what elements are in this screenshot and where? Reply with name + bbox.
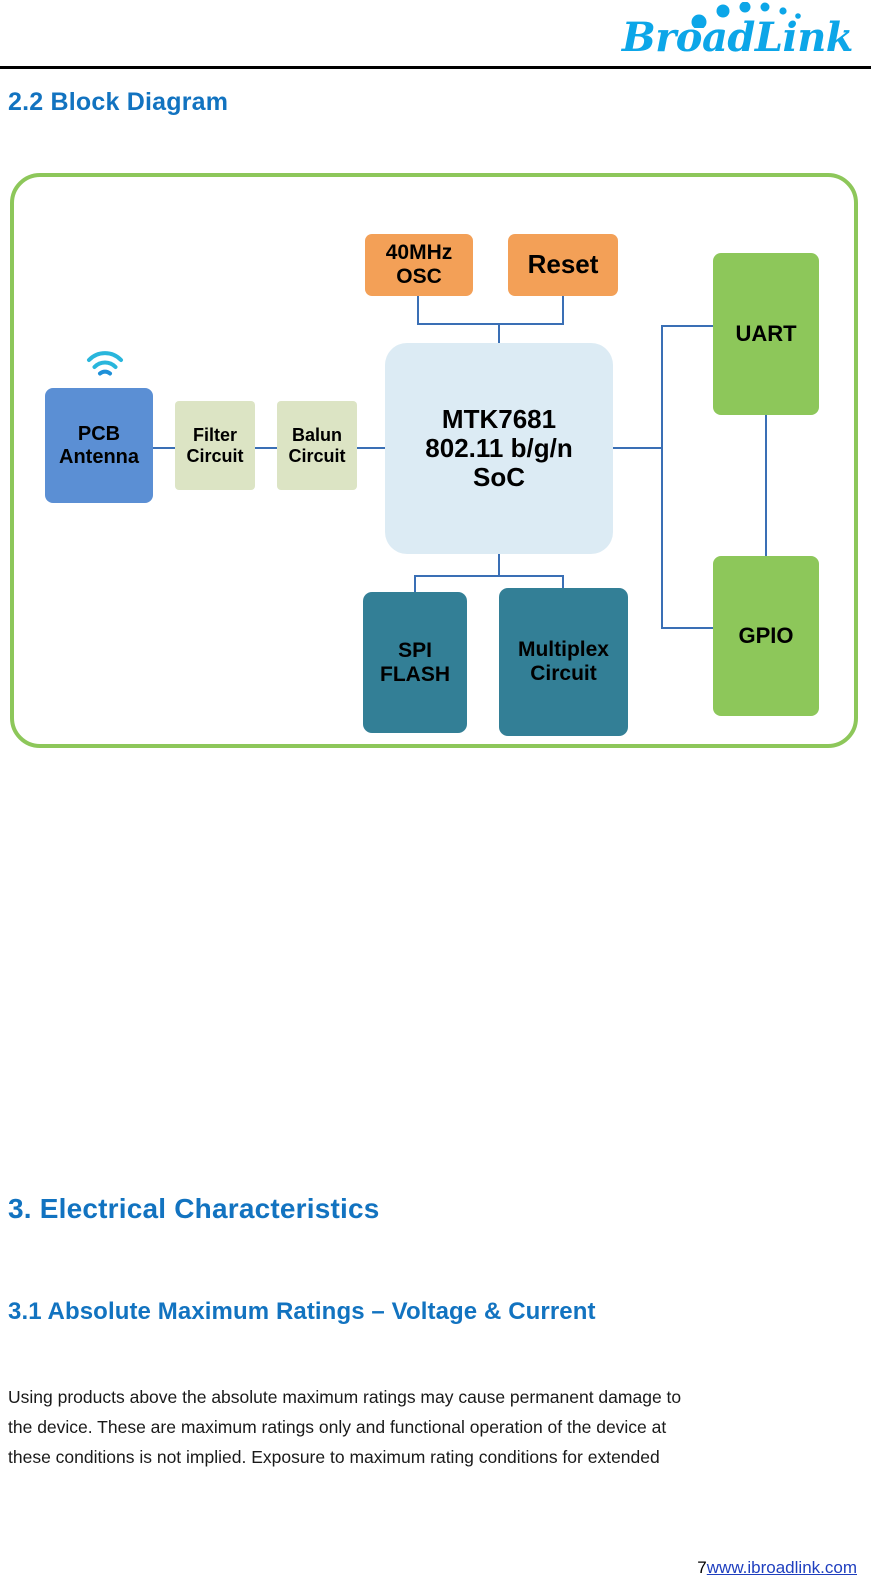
connector-antenna-filter bbox=[153, 447, 176, 449]
heading-absolute-maximum-ratings: 3.1 Absolute Maximum Ratings – Voltage &… bbox=[8, 1298, 596, 1325]
page-number: 7 bbox=[697, 1558, 707, 1577]
diagram-box-oscillator: 40MHz OSC bbox=[365, 234, 473, 296]
filter-label-line2: Circuit bbox=[186, 445, 244, 466]
gpio-label: GPIO bbox=[738, 622, 794, 648]
wifi-signal-icon bbox=[87, 351, 123, 376]
soc-label-line3: SoC bbox=[473, 462, 525, 493]
connector-bottom-bracket bbox=[414, 575, 564, 577]
connector-balun-soc bbox=[357, 447, 386, 449]
paragraph-line-3: these conditions is not implied. Exposur… bbox=[8, 1447, 660, 1467]
logo-dots-icon bbox=[691, 2, 801, 28]
diagram-box-spi-flash: SPI FLASH bbox=[363, 592, 467, 733]
connector-mux-vertical bbox=[562, 575, 564, 589]
diagram-box-pcb-antenna: PCB Antenna bbox=[45, 388, 153, 503]
spi-label-line1: SPI bbox=[398, 638, 432, 662]
connector-reset-vertical bbox=[562, 296, 564, 324]
balun-label-line2: Circuit bbox=[288, 445, 346, 466]
diagram-box-filter-circuit: Filter Circuit bbox=[175, 401, 255, 490]
soc-label-line1: MTK7681 bbox=[441, 403, 557, 434]
spi-label-line2: FLASH bbox=[380, 662, 450, 686]
mux-label-line2: Circuit bbox=[530, 662, 597, 685]
paragraph-line-1: Using products above the absolute maximu… bbox=[8, 1387, 682, 1407]
antenna-label-line1: PCB bbox=[77, 423, 121, 446]
diagram-box-gpio: GPIO bbox=[713, 556, 819, 716]
connector-spi-vertical bbox=[414, 575, 416, 593]
diagram-box-soc: MTK7681 802.11 b/g/n SoC bbox=[385, 343, 613, 554]
diagram-box-uart: UART bbox=[713, 253, 819, 415]
broadlink-logo: BroadLink bbox=[593, 2, 854, 64]
balun-label-line1: Balun bbox=[291, 425, 342, 446]
connector-soc-bottom bbox=[498, 553, 500, 576]
uart-label: UART bbox=[735, 320, 797, 346]
connector-gpio-branch bbox=[661, 627, 714, 629]
diagram-box-balun-circuit: Balun Circuit bbox=[277, 401, 357, 490]
osc-label-line2: OSC bbox=[396, 265, 442, 288]
connector-uart-branch bbox=[661, 325, 714, 327]
logo-wordmark: BroadLink bbox=[621, 14, 854, 61]
block-diagram-container bbox=[10, 173, 858, 748]
connector-filter-balun bbox=[255, 447, 278, 449]
connector-uart-gpio bbox=[765, 415, 767, 557]
header-divider bbox=[0, 66, 871, 69]
page-footer: 7www.ibroadlink.com bbox=[0, 1558, 871, 1588]
page-header: BroadLink bbox=[0, 0, 871, 70]
heading-block-diagram: 2.2 Block Diagram bbox=[8, 88, 229, 116]
paragraph-line-2: the device. These are maximum ratings on… bbox=[8, 1417, 667, 1437]
diagram-box-reset: Reset bbox=[508, 234, 618, 296]
connector-soc-right bbox=[613, 447, 663, 449]
body-paragraph: Using products above the absolute maximu… bbox=[8, 1382, 863, 1472]
reset-label: Reset bbox=[527, 249, 599, 280]
footer-website-link[interactable]: www.ibroadlink.com bbox=[706, 1558, 857, 1577]
antenna-label-line2: Antenna bbox=[59, 445, 139, 468]
connector-osc-vertical bbox=[417, 296, 419, 324]
filter-label-line1: Filter bbox=[192, 425, 237, 446]
soc-label-line2: 802.11 b/g/n bbox=[425, 432, 573, 463]
mux-label-line1: Multiplex bbox=[517, 638, 609, 662]
connector-io-bracket bbox=[661, 325, 663, 629]
connector-soc-top bbox=[498, 323, 500, 345]
diagram-box-multiplex-circuit: Multiplex Circuit bbox=[499, 588, 628, 736]
connector-top-bracket bbox=[417, 323, 564, 325]
heading-electrical-characteristics: 3. Electrical Characteristics bbox=[8, 1193, 380, 1224]
osc-label-line1: 40MHz bbox=[385, 241, 453, 265]
